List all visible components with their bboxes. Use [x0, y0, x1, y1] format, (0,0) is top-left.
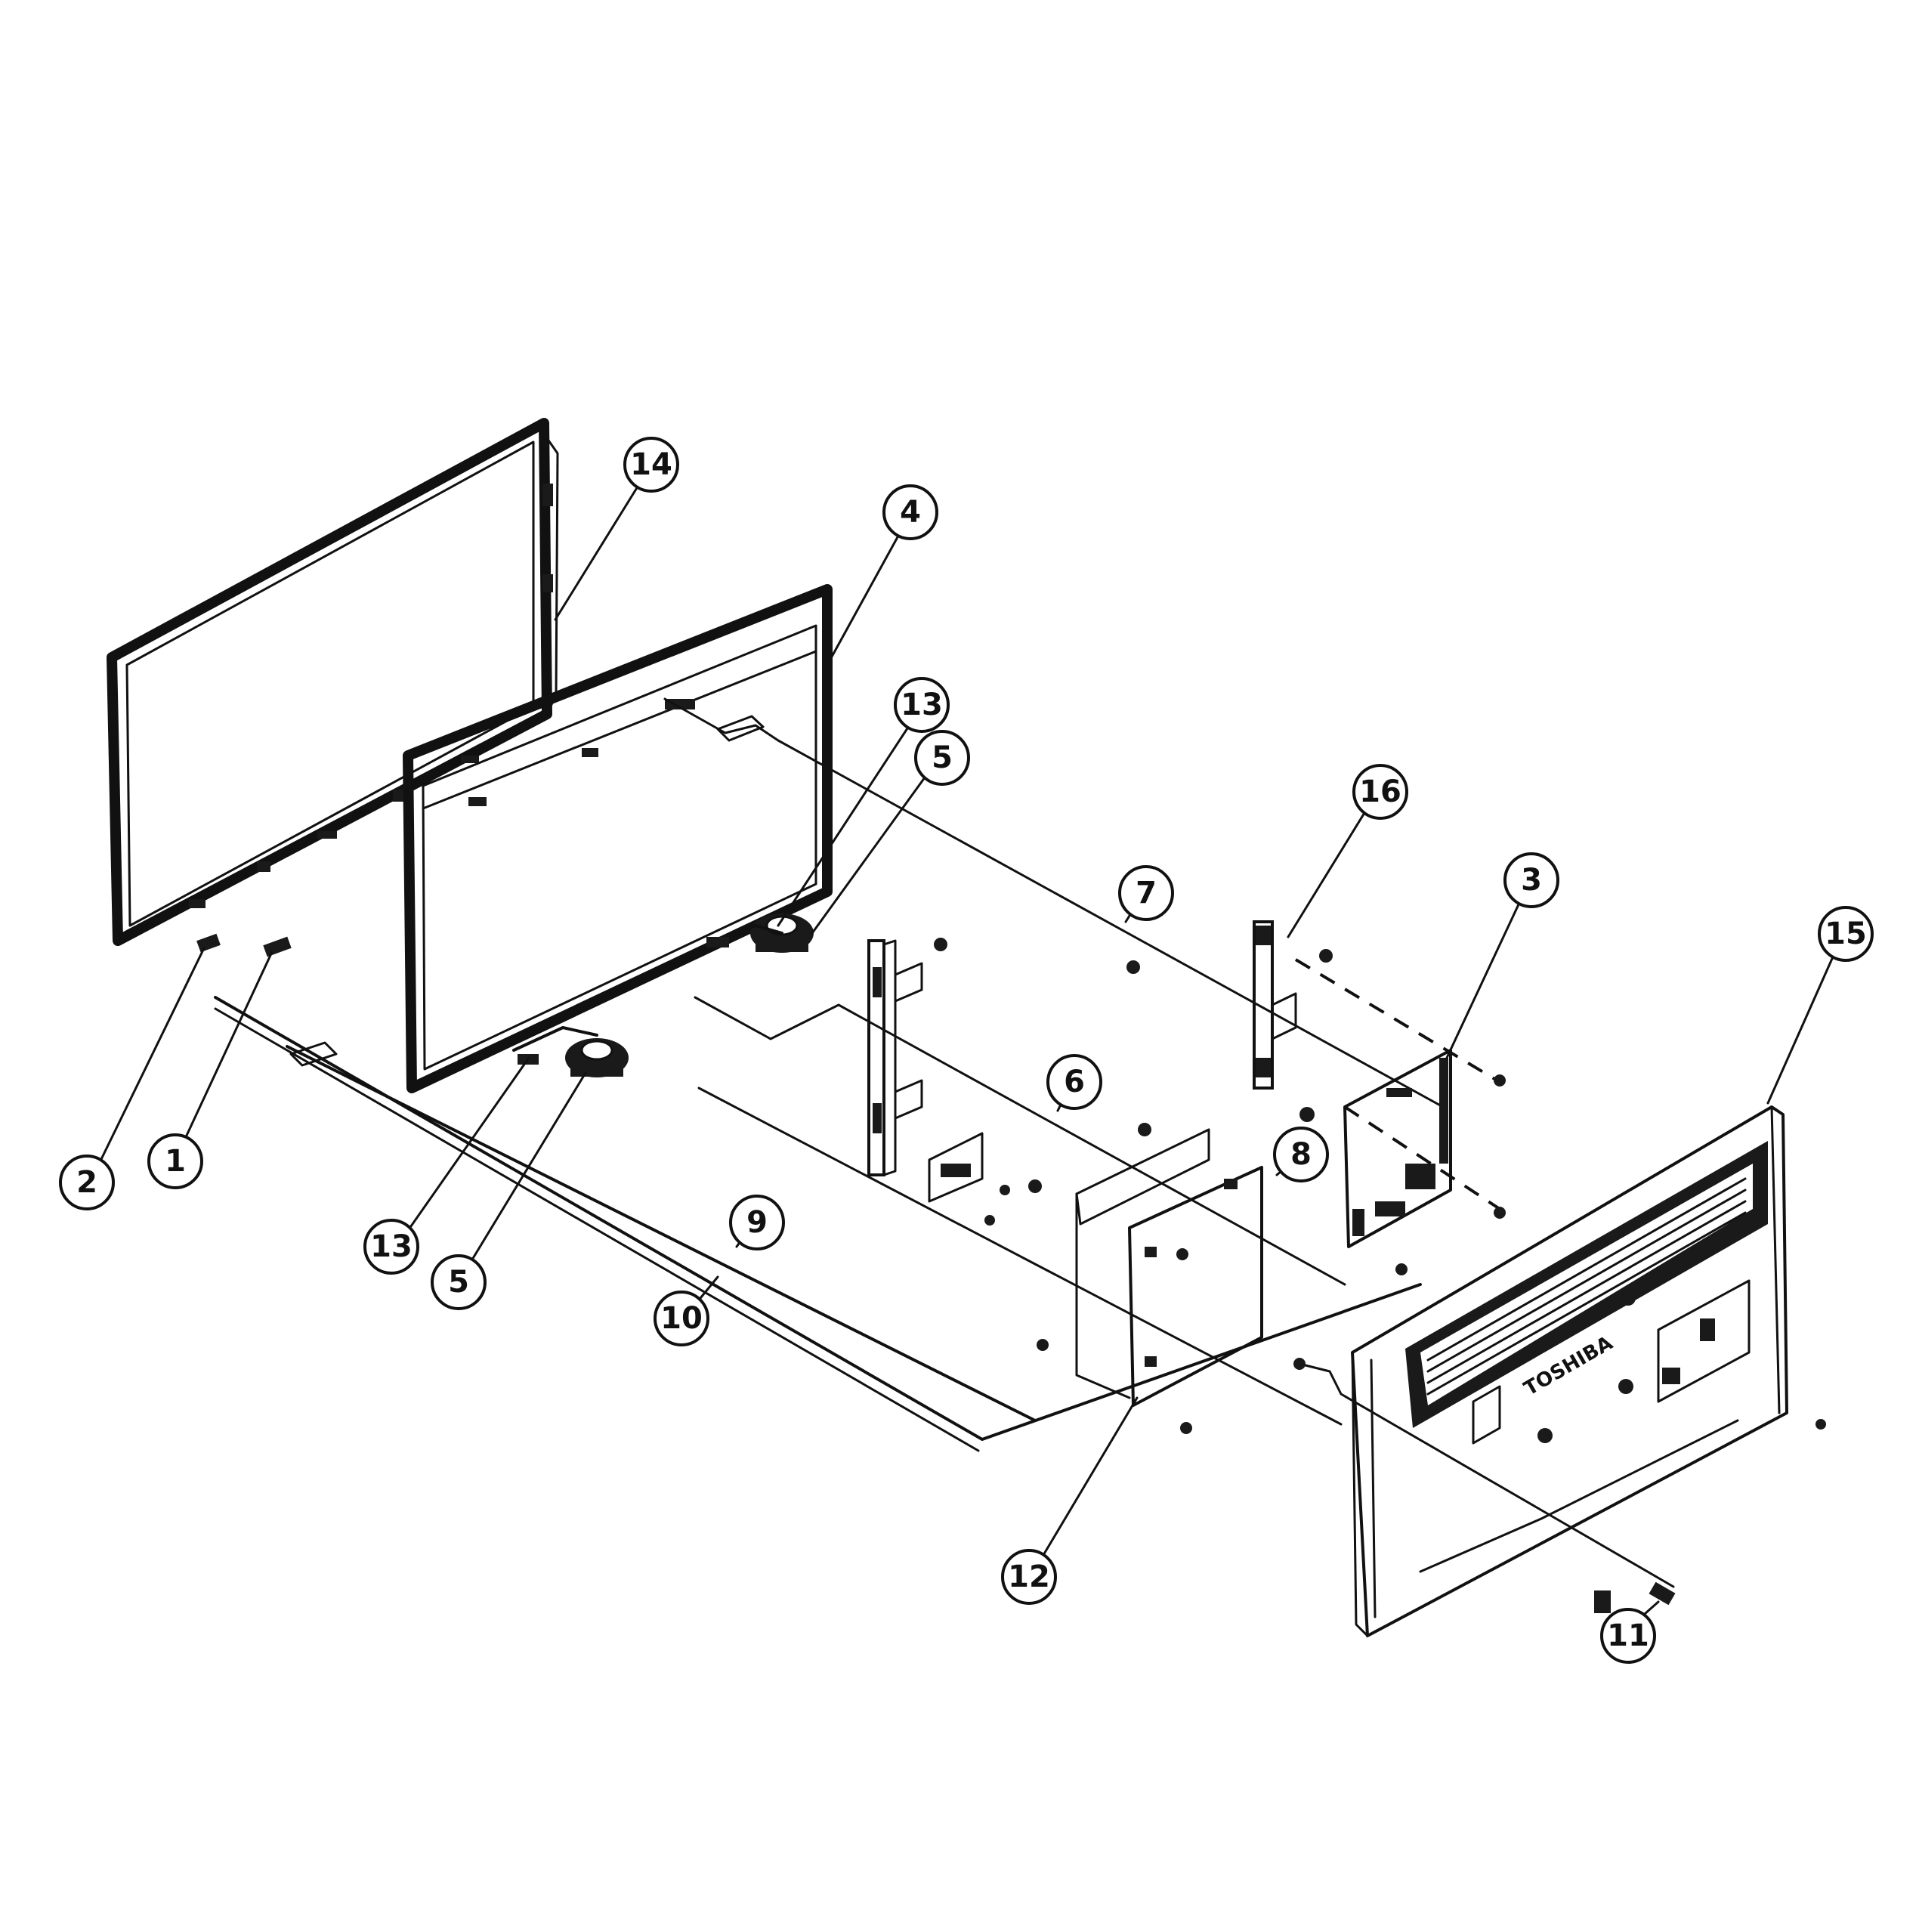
callout-label: 14 — [630, 447, 672, 482]
callout-14: 14 — [623, 437, 679, 493]
cable-tabs — [289, 715, 765, 1067]
callout-label: 5 — [448, 1265, 469, 1300]
callout-label: 2 — [76, 1165, 97, 1200]
assembly-guide-lines — [1294, 958, 1505, 1210]
callout-10: 10 — [654, 1291, 709, 1346]
screws — [934, 938, 1826, 1434]
callout-13-upper: 13 — [894, 677, 950, 733]
callout-7: 7 — [1118, 865, 1174, 921]
chassis-frame — [214, 697, 1675, 1588]
callout-5-upper: 5 — [914, 730, 970, 786]
speaker-bracket-part-13-upper — [701, 924, 783, 950]
callout-1: 1 — [147, 1133, 203, 1189]
clip-part-2 — [196, 933, 221, 953]
callout-label: 10 — [660, 1301, 703, 1336]
lcd-panel-part-4 — [403, 584, 833, 1093]
callout-label: 11 — [1607, 1618, 1649, 1653]
terminal-bracket — [928, 1132, 984, 1203]
vertical-bracket — [867, 939, 923, 1176]
callout-16: 16 — [1352, 764, 1408, 820]
front-bezel-part-14 — [107, 418, 559, 946]
callout-15: 15 — [1818, 906, 1874, 962]
callout-label: 4 — [900, 495, 921, 530]
callout-3: 3 — [1503, 852, 1559, 908]
callout-4: 4 — [882, 484, 938, 540]
clip-part-1 — [263, 936, 292, 957]
callout-5-lower: 5 — [431, 1254, 487, 1310]
side-bracket-part-16 — [1253, 920, 1297, 1090]
callout-13-lower: 13 — [363, 1219, 419, 1275]
callout-label: 1 — [165, 1144, 186, 1179]
callout-11: 11 — [1600, 1608, 1656, 1664]
callout-8: 8 — [1273, 1127, 1329, 1182]
callout-label: 15 — [1825, 917, 1867, 951]
callout-label: 7 — [1136, 876, 1157, 910]
callout-label: 13 — [370, 1229, 413, 1264]
leader-lines — [89, 463, 1845, 1634]
speaker-part-5-lower — [565, 1038, 629, 1077]
callout-12: 12 — [1001, 1549, 1057, 1605]
callout-label: 16 — [1359, 774, 1401, 809]
callout-9: 9 — [729, 1195, 785, 1250]
callout-label: 3 — [1521, 863, 1542, 898]
callout-label: 12 — [1008, 1560, 1050, 1594]
fastener-part-11 — [1649, 1581, 1676, 1606]
callout-6: 6 — [1046, 1054, 1102, 1110]
main-board-part-3 — [1343, 1049, 1452, 1248]
callout-label: 8 — [1290, 1137, 1312, 1172]
callout-label: 9 — [746, 1205, 768, 1240]
power-board-part-12 — [1075, 1128, 1263, 1407]
callout-label: 6 — [1064, 1065, 1085, 1099]
callout-2: 2 — [59, 1155, 115, 1210]
callout-label: 13 — [901, 688, 943, 722]
callout-label: 5 — [932, 740, 953, 775]
